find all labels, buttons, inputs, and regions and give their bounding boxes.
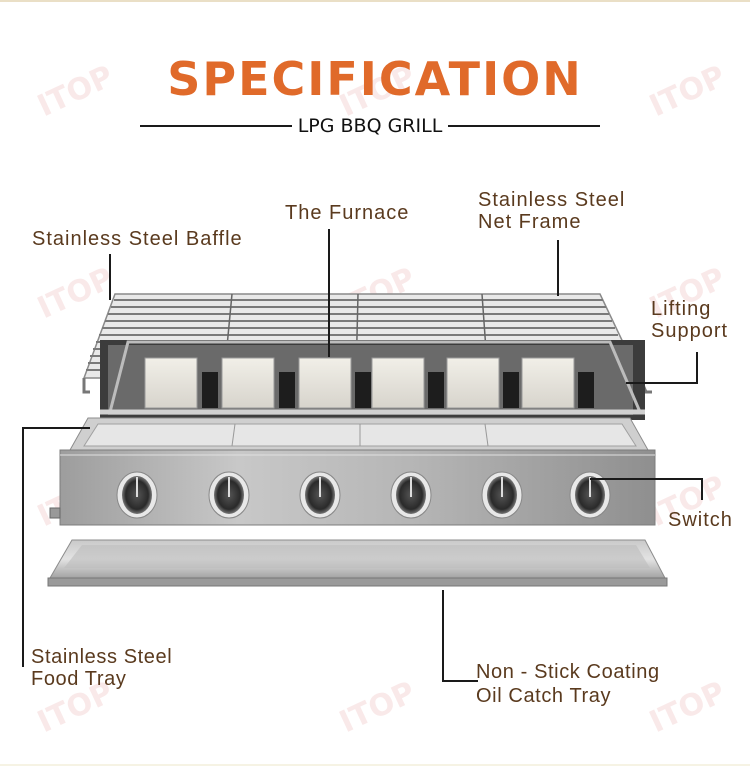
label-food-tray-line1: Stainless Steel — [31, 646, 173, 668]
subtitle-row: LPG BBQ GRILL — [140, 114, 601, 138]
label-net-frame-line1: Stainless Steel — [478, 189, 626, 211]
divider — [140, 125, 292, 127]
label-lifting-line1: Lifting — [651, 298, 712, 320]
leader-line — [442, 590, 444, 682]
label-oil-tray-line1: Non - Stick Coating — [476, 661, 660, 683]
label-stainless-steel-baffle: Stainless Steel Baffle — [32, 228, 243, 250]
leader-line — [626, 382, 698, 384]
leader-line — [557, 240, 559, 296]
label-the-furnace: The Furnace — [285, 202, 410, 224]
label-food-tray-line2: Food Tray — [31, 668, 127, 690]
leader-line — [696, 352, 698, 384]
page-subtitle: LPG BBQ GRILL — [297, 115, 443, 137]
control-panel — [49, 449, 656, 526]
page-title: SPECIFICATION — [167, 52, 583, 106]
label-lifting-line2: Support — [651, 320, 729, 342]
oil-catch-tray — [47, 539, 668, 587]
leader-line — [22, 427, 90, 429]
bottom-border — [0, 764, 750, 766]
knobs — [116, 471, 611, 519]
label-switch: Switch — [668, 509, 733, 531]
label-oil-tray-line2: Oil Catch Tray — [476, 685, 612, 707]
divider — [448, 125, 601, 127]
furnace — [100, 340, 645, 420]
leader-line — [109, 254, 111, 300]
food-tray — [69, 417, 649, 451]
leader-line — [590, 478, 703, 480]
label-net-frame-line2: Net Frame — [478, 211, 582, 233]
leader-line — [701, 478, 703, 500]
leader-line — [22, 427, 24, 667]
top-border — [0, 0, 750, 2]
leader-line — [328, 229, 330, 357]
leader-line — [442, 680, 478, 682]
